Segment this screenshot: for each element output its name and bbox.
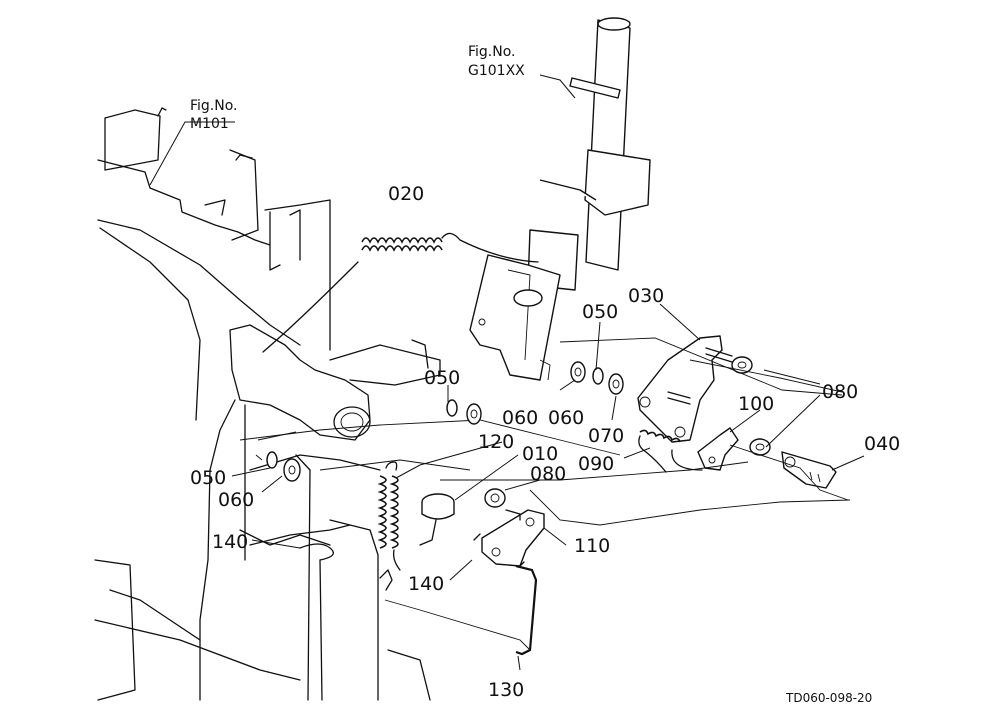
main-frame bbox=[94, 107, 621, 701]
label-050-a: 050 bbox=[582, 301, 618, 323]
label-140-b: 140 bbox=[408, 573, 444, 595]
spring-120 bbox=[377, 461, 401, 571]
washers bbox=[266, 356, 771, 508]
label-060-c: 060 bbox=[218, 489, 254, 511]
assembly-lines bbox=[255, 337, 851, 651]
bracket-110 bbox=[473, 509, 545, 567]
label-120: 120 bbox=[478, 431, 514, 453]
label-030: 030 bbox=[628, 285, 664, 307]
label-110: 110 bbox=[574, 535, 610, 557]
label-060-b: 060 bbox=[548, 407, 584, 429]
drawing-code: TD060-098-20 bbox=[785, 691, 872, 705]
rod-130 bbox=[515, 561, 538, 656]
leaders bbox=[149, 74, 865, 671]
pin-010 bbox=[419, 493, 455, 546]
label-020: 020 bbox=[388, 183, 424, 205]
label-060-a: 060 bbox=[502, 407, 538, 429]
label-010: 010 bbox=[522, 443, 558, 465]
label-090: 090 bbox=[578, 453, 614, 475]
label-140-a: 140 bbox=[212, 531, 248, 553]
ref-g101xx-line2: G101XX bbox=[468, 63, 525, 79]
label-130: 130 bbox=[488, 679, 524, 701]
label-040: 040 bbox=[864, 433, 900, 455]
ref-m101-line1: Fig.No. bbox=[190, 98, 238, 114]
clips-140 bbox=[249, 524, 393, 591]
steering-column bbox=[469, 17, 651, 381]
label-070: 070 bbox=[588, 425, 624, 447]
label-050-c: 050 bbox=[190, 467, 226, 489]
ref-m101-line2: M101 bbox=[190, 116, 229, 132]
label-050-b: 050 bbox=[424, 367, 460, 389]
ref-g101xx-line1: Fig.No. bbox=[468, 44, 516, 60]
spring-020 bbox=[262, 232, 539, 353]
label-080-b: 080 bbox=[530, 463, 566, 485]
label-100: 100 bbox=[738, 393, 774, 415]
label-080-a: 080 bbox=[822, 381, 858, 403]
